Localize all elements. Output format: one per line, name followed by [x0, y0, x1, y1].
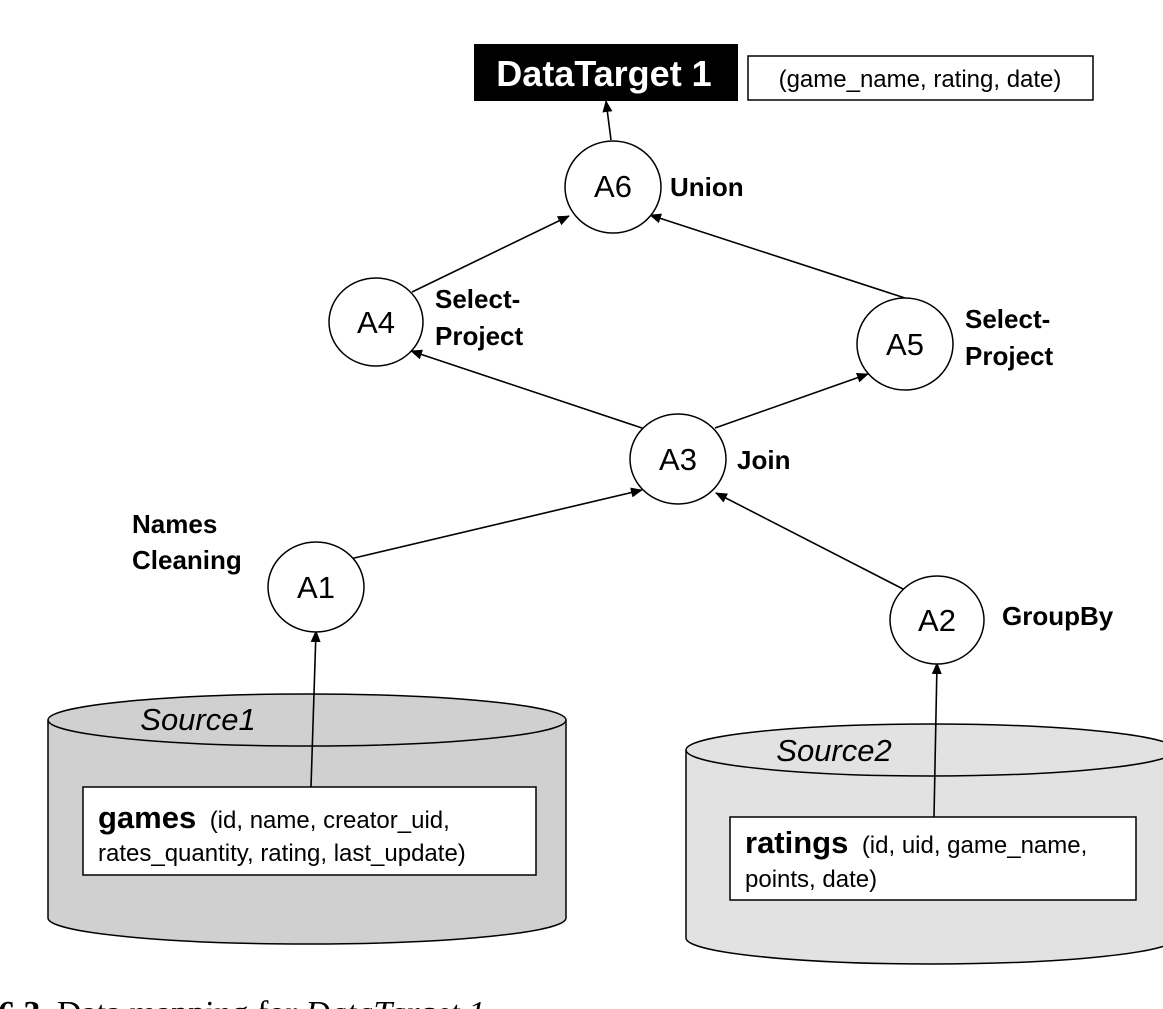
edge-a1-a3: [349, 487, 643, 560]
edge-a3-a4: [410, 349, 649, 431]
node-a5: A5: [856, 297, 954, 391]
node-a2: A2: [889, 575, 985, 665]
edge-a4-a6: [411, 215, 570, 293]
op-label-a5-line1: Select-: [965, 304, 1050, 334]
node-a5-id: A5: [886, 327, 924, 362]
node-a2-id: A2: [918, 603, 956, 638]
caption-text: Data mapping for: [57, 995, 305, 1009]
figure-caption: 6.3 Data mapping for DataTarget 1: [0, 995, 485, 1009]
op-label-union: Union: [670, 172, 744, 202]
games-table-line1: games (id, name, creator_uid,: [98, 800, 450, 835]
ratings-table-name: ratings: [745, 825, 848, 860]
node-a3-id: A3: [659, 442, 697, 477]
op-label-groupby: GroupBy: [1002, 601, 1114, 631]
node-a6-id: A6: [594, 169, 632, 204]
op-label-a4-line2: Project: [435, 321, 523, 351]
ratings-table-attrs-2: points, date): [745, 866, 877, 893]
data-target-attrs: (game_name, rating, date): [779, 66, 1062, 93]
caption-number: 6.3: [0, 995, 41, 1009]
node-a1: A1: [267, 541, 365, 633]
node-a4: A4: [328, 277, 424, 367]
node-a3: A3: [629, 413, 727, 505]
games-table-box: [82, 786, 537, 876]
ratings-table-line1: ratings (id, uid, game_name,: [745, 825, 1087, 860]
op-label-a4-line1: Select-: [435, 284, 520, 314]
edge-a6-target: [602, 100, 613, 141]
op-label-join: Join: [737, 445, 790, 475]
edge-a5-a6: [649, 213, 906, 299]
data-target-label: DataTarget 1: [496, 53, 711, 94]
source2-cylinder: Source2 ratings (id, uid, game_name, poi…: [685, 723, 1163, 965]
node-a1-id: A1: [297, 570, 335, 605]
edge-a2-a3: [715, 492, 906, 591]
data-target-box: DataTarget 1: [474, 44, 738, 101]
source2-label: Source2: [776, 733, 891, 768]
ratings-table-box: [729, 816, 1137, 901]
op-label-a1-line2: Cleaning: [132, 545, 242, 575]
source1-cylinder: Source1 games (id, name, creator_uid, ra…: [47, 693, 567, 945]
games-table-attrs-2: rates_quantity, rating, last_update): [98, 840, 466, 867]
edge-source1-a1: [310, 630, 321, 788]
node-a6: A6: [564, 140, 662, 234]
ratings-table-attrs-1: (id, uid, game_name,: [862, 832, 1087, 859]
edge-source2-a2: [931, 662, 942, 818]
caption-target: DataTarget 1: [304, 995, 485, 1009]
edge-a3-a5: [714, 372, 869, 429]
node-a4-id: A4: [357, 305, 395, 340]
op-label-a1-line1: Names: [132, 509, 217, 539]
source1-label: Source1: [140, 702, 255, 737]
games-table-attrs-1: (id, name, creator_uid,: [210, 807, 450, 834]
games-table-name: games: [98, 800, 196, 835]
data-target-attrs-box: (game_name, rating, date): [747, 55, 1094, 101]
edges: [310, 100, 942, 818]
op-label-a5-line2: Project: [965, 341, 1053, 371]
